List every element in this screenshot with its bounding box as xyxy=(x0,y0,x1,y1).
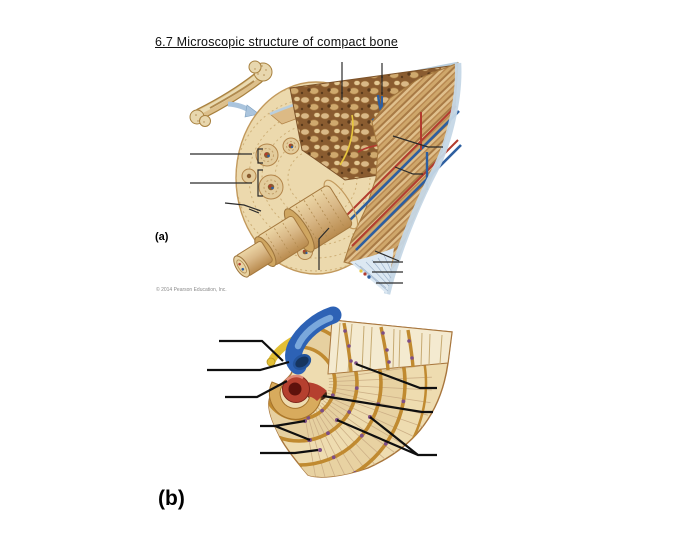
leader-line-blank xyxy=(322,394,433,414)
leader-line-blank xyxy=(260,448,319,455)
zoom-arrow-icon xyxy=(227,101,260,118)
osteon xyxy=(258,174,284,200)
leader-line-fork-blank xyxy=(260,419,311,442)
artery-lumen xyxy=(288,382,302,396)
bracket-large xyxy=(257,169,263,197)
leader-line-blank xyxy=(225,380,288,399)
pulled-out-osteon xyxy=(233,179,359,278)
leader-lines-figure-b xyxy=(207,339,437,457)
nerve-in-spongy xyxy=(339,114,354,166)
inset-whole-bone xyxy=(189,60,273,127)
osteon xyxy=(282,137,300,155)
periosteal-vein-dot xyxy=(367,275,371,279)
osteon xyxy=(241,168,257,184)
figure-b-label: (b) xyxy=(158,487,185,510)
perforating-canal-vessels xyxy=(345,105,462,251)
copyright-text: © 2014 Pearson Education, Inc. xyxy=(156,287,227,293)
figure-b-illustration xyxy=(207,306,453,478)
leader-line-blank xyxy=(318,227,330,270)
leader-line-blank xyxy=(224,202,262,212)
spongy-stipple xyxy=(195,65,267,123)
osteon-end-face xyxy=(233,255,251,278)
leader-line-blank xyxy=(207,360,290,372)
leader-line-blank xyxy=(219,339,284,362)
leader-line-fork-blank xyxy=(336,416,437,457)
leader-line-blank xyxy=(392,135,443,148)
periosteal-nerve-dot xyxy=(359,269,363,273)
canal-wall-collar xyxy=(268,381,322,420)
periosteal-artery-dot xyxy=(363,272,367,276)
bracket-small xyxy=(257,148,263,164)
leader-line-blank xyxy=(394,166,423,175)
central-canal-vessels xyxy=(266,306,342,420)
page-title: 6.7 Microscopic structure of compact bon… xyxy=(155,35,399,49)
periosteum-fibers xyxy=(354,254,393,292)
vein-opening xyxy=(292,353,312,371)
figure-a-illustration xyxy=(189,60,462,295)
leader-lines-figure-a xyxy=(190,62,443,284)
leader-line-blank xyxy=(374,250,400,262)
leader-line-blank xyxy=(355,362,437,390)
figure-a-label: (a) xyxy=(155,231,169,243)
leader-tick xyxy=(248,208,260,214)
